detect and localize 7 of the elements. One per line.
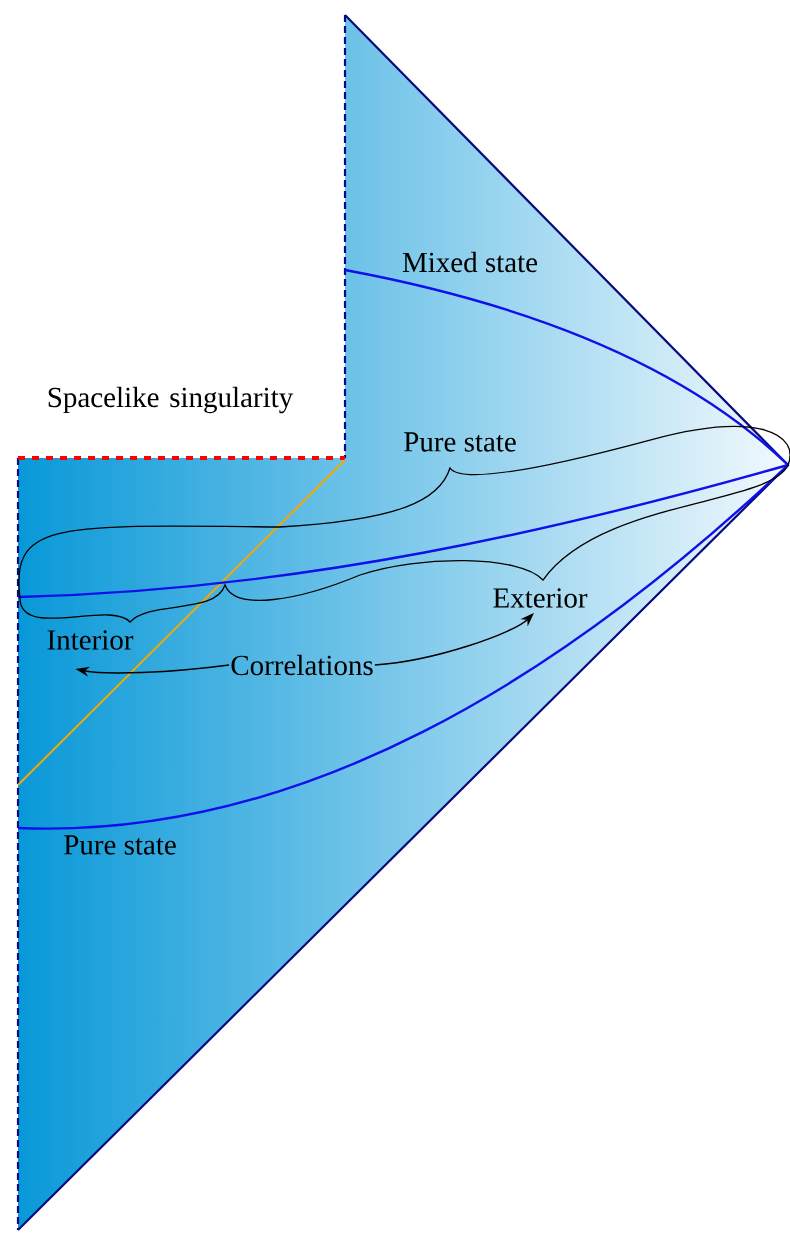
text-label: Mixed state xyxy=(402,251,538,273)
text-label: Correlations xyxy=(231,654,373,676)
text-label: Spacelike singularity xyxy=(39,385,301,415)
text-label: Pure state xyxy=(64,835,176,855)
text-label: Pure state xyxy=(404,432,516,452)
text-label: Exterior xyxy=(493,588,588,608)
text-label: Interior xyxy=(47,630,134,650)
